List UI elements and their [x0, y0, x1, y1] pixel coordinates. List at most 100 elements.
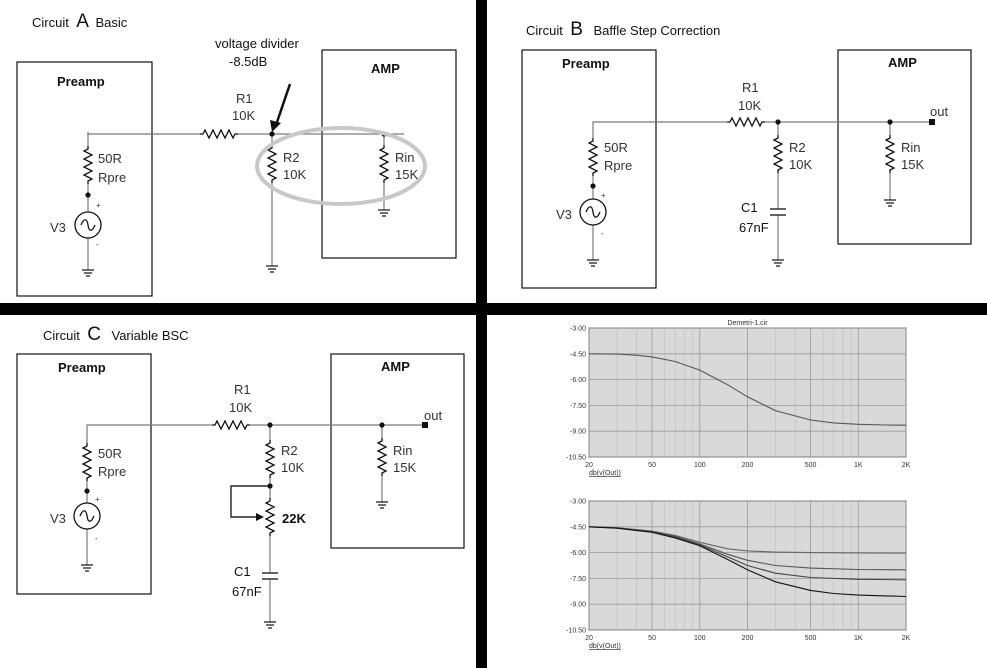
circuit-c-rin-name: Rin — [393, 443, 413, 458]
chart-bottom-x-tick-label: 2K — [902, 635, 911, 642]
circuit-b-preamp-box — [521, 49, 657, 289]
circuit-a-rin-value: 15K — [395, 167, 418, 182]
circuit-a-preamp-box — [16, 61, 153, 297]
circuit-a-ground-icon — [81, 269, 95, 277]
circuit-a-annotation-arrow — [274, 83, 292, 126]
circuit-a-ground-icon-2 — [265, 265, 279, 273]
chart-bottom-y-tick-label: -10.50 — [566, 628, 586, 635]
circuit-a-rin-name: Rin — [395, 150, 415, 165]
circuit-c-rpre-name: Rpre — [98, 464, 126, 479]
circuit-b-preamp-label: Preamp — [562, 56, 610, 71]
chart-bottom-y-tick-label: -3.00 — [570, 499, 586, 506]
circuit-a-r2-name: R2 — [283, 150, 300, 165]
circuit-a-highlight-ellipse — [255, 126, 427, 206]
circuit-a-source-icon — [74, 211, 102, 239]
circuit-a-r1 — [199, 129, 239, 139]
chart-top-x-tick-label: 20 — [585, 462, 593, 469]
circuit-a-minus: - — [96, 240, 99, 249]
chart-top-x-tick-label: 100 — [694, 462, 706, 469]
chart-top-y-tick-label: -6.00 — [570, 377, 586, 384]
circuit-a-r2 — [267, 144, 277, 184]
circuit-a-amp-label: AMP — [371, 61, 400, 76]
circuit-c-r1-value: 10K — [229, 400, 252, 415]
vertical-divider — [476, 0, 487, 668]
chart-bottom-y-tick-label: -7.50 — [570, 576, 586, 583]
chart-bottom-y-tick-label: -4.50 — [570, 524, 586, 531]
circuit-a-annotation-2: -8.5dB — [229, 54, 267, 69]
circuit-c-ground-icon-2 — [263, 621, 277, 629]
circuit-a-rpre-name: Rpre — [98, 170, 126, 185]
circuit-c-pot-wiper-loop — [230, 485, 270, 518]
circuit-b-ground-icon-2 — [771, 259, 785, 267]
chart-bottom-x-label: db(v(Out)) — [589, 643, 621, 650]
chart-bottom-x-tick-label: 1K — [854, 635, 863, 642]
circuit-b-rpre-name: Rpre — [604, 158, 632, 173]
circuit-c: Circuit C Variable BSC Preamp AMP — [16, 324, 465, 629]
circuit-c-minus: - — [95, 534, 98, 543]
chart-bottom-x-tick-label: 50 — [648, 635, 656, 642]
chart-top-y-tick-label: -9.00 — [570, 429, 586, 436]
circuit-b-plus: + — [601, 191, 606, 200]
circuit-c-rin — [377, 437, 387, 477]
circuit-c-rpre-value: 50R — [98, 446, 122, 461]
circuit-c-source-icon — [73, 502, 101, 530]
circuit-c-rpre — [82, 442, 92, 482]
circuit-b-c1-value: 67nF — [739, 220, 769, 235]
circuit-a-r1-value: 10K — [232, 108, 255, 123]
circuit-b-out-label: out — [930, 104, 948, 119]
circuit-a-rpre — [83, 145, 93, 185]
circuit-b-ground-icon-3 — [883, 199, 897, 207]
circuit-a-rin — [379, 144, 389, 184]
circuit-c-ground-icon-3 — [375, 501, 389, 509]
circuit-b-amp-label: AMP — [888, 55, 917, 70]
chart-top-y-tick-label: -4.50 — [570, 351, 586, 358]
circuit-b-amp-box — [837, 49, 972, 245]
chart-top-y-tick-label: -7.50 — [570, 403, 586, 410]
circuit-c-plus: + — [95, 495, 100, 504]
circuit-c-out-terminal — [422, 422, 428, 428]
circuit-b-r2-value: 10K — [789, 157, 812, 172]
circuit-a-plus: + — [96, 201, 101, 210]
circuit-c-title: Circuit C Variable BSC — [43, 324, 189, 345]
circuit-b-ground-icon — [586, 259, 600, 267]
circuit-b-r2 — [773, 134, 783, 174]
circuit-b-rin-name: Rin — [901, 140, 921, 155]
circuit-b-r1-value: 10K — [738, 98, 761, 113]
circuit-a-source-label: V3 — [50, 220, 66, 235]
circuit-c-r2 — [265, 439, 275, 479]
chart-top-title: Demetri-1.cir — [727, 320, 768, 327]
circuit-c-amp-box — [330, 353, 465, 549]
circuit-c-r1-name: R1 — [234, 382, 251, 397]
circuit-b-rpre-value: 50R — [604, 140, 628, 155]
chart-bottom-x-tick-label: 200 — [742, 635, 754, 642]
chart-bottom-x-tick-label: 100 — [694, 635, 706, 642]
circuit-c-source-label: V3 — [50, 511, 66, 526]
circuit-b-minus: - — [601, 229, 604, 238]
chart-bottom-series-4 — [588, 526, 907, 598]
circuit-b-out-terminal — [929, 119, 935, 125]
circuit-a-preamp-label: Preamp — [57, 74, 105, 89]
circuit-c-amp-label: AMP — [381, 359, 410, 374]
chart-top-y-tick-label: -10.50 — [566, 455, 586, 462]
chart-bottom-x-tick-label: 20 — [585, 635, 593, 642]
circuit-c-out-label: out — [424, 408, 442, 423]
chart-top-x-tick-label: 500 — [805, 462, 817, 469]
circuit-c-preamp-label: Preamp — [58, 360, 106, 375]
chart-bottom-y-tick-label: -6.00 — [570, 550, 586, 557]
circuit-b-source-label: V3 — [556, 207, 572, 222]
chart-top-x-tick-label: 1K — [854, 462, 863, 469]
circuit-c-r2-value: 10K — [281, 460, 304, 475]
circuit-a-annotation-1: voltage divider — [215, 36, 299, 51]
chart-top-x-tick-label: 2K — [902, 462, 911, 469]
chart-top-series-1 — [588, 353, 907, 426]
circuit-b-rpre — [588, 137, 598, 177]
chart-bottom-y-tick-label: -9.00 — [570, 602, 586, 609]
circuit-a-rpre-value: 50R — [98, 151, 122, 166]
horizontal-divider — [0, 303, 987, 315]
chart-top-x-tick-label: 50 — [648, 462, 656, 469]
circuit-c-c1-name: C1 — [234, 564, 251, 579]
